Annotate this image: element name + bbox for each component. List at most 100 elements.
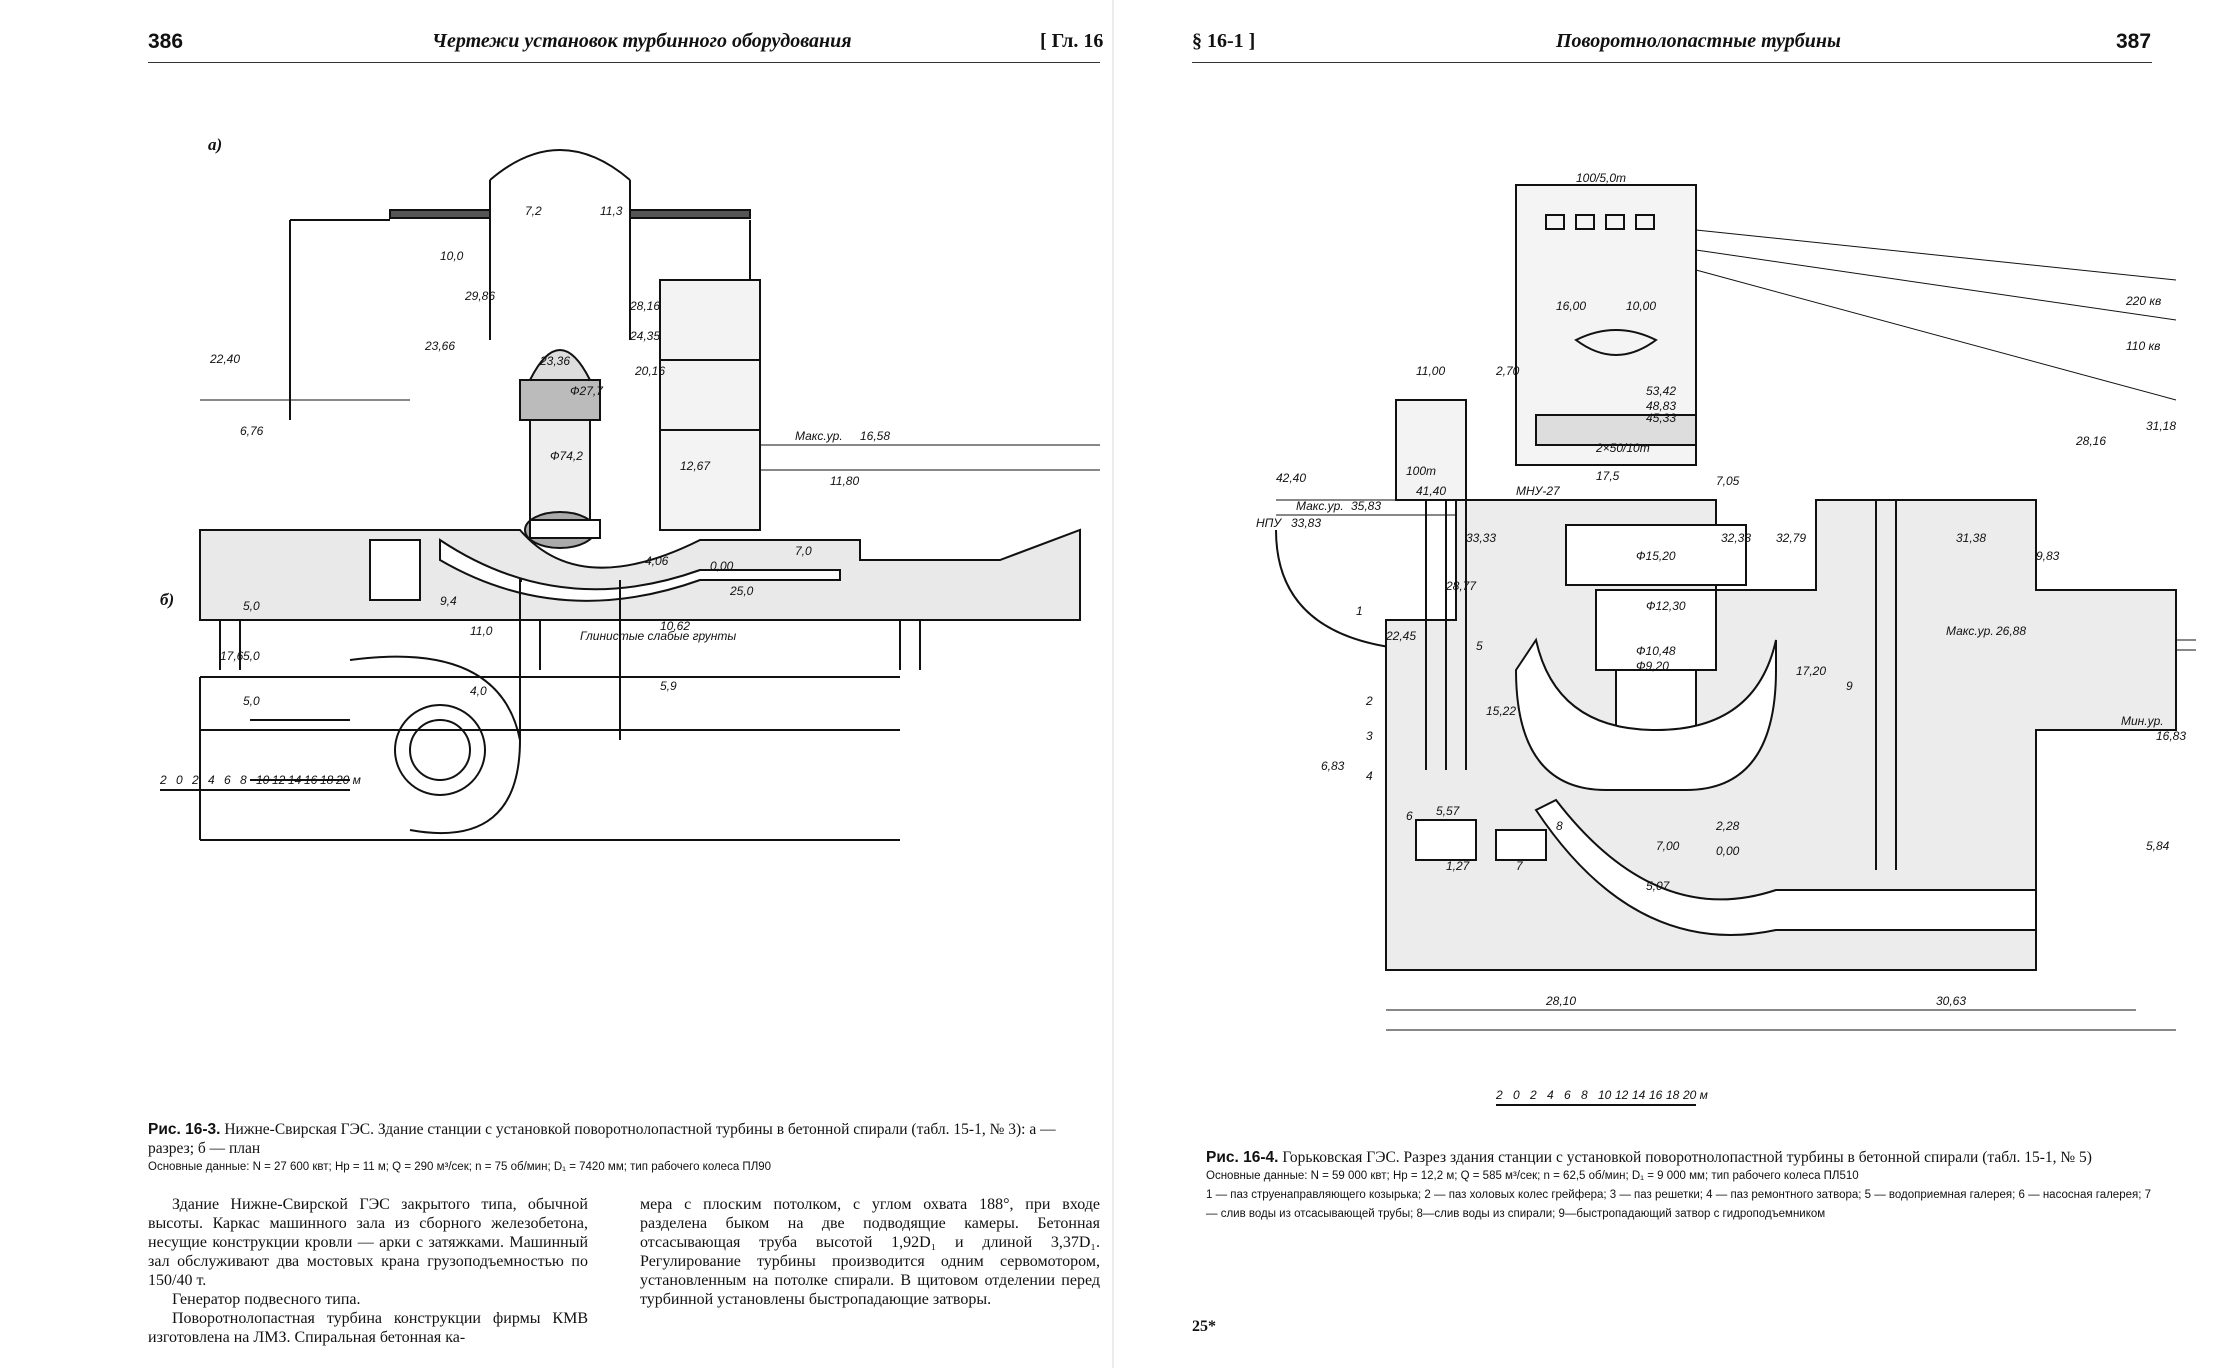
elev-53-42: 53,42	[1646, 384, 1676, 398]
callout-9: 9	[1846, 679, 1853, 693]
dim-d74-2: Ф74,2	[550, 449, 583, 463]
crane-100m: 100m	[1406, 464, 1436, 478]
callout-6: 6	[1406, 809, 1413, 823]
scale-tick-4: 6	[224, 773, 231, 787]
line-220kv: 220 кв	[2125, 294, 2161, 308]
elev-33-33: 33,33	[1466, 531, 1496, 545]
scale-tick-0: 2	[159, 773, 167, 787]
scale-tick-11: 20 м	[335, 773, 361, 787]
crane-2x50: 2×50/10m	[1595, 441, 1650, 455]
elev-26-88: 26,88	[1995, 624, 2026, 638]
dim-11-00: 11,00	[1416, 364, 1445, 378]
dim-d10-48: Ф10,48	[1636, 644, 1676, 658]
scale-tick-0: 2	[1495, 1088, 1503, 1102]
scale-tick-7: 12	[272, 773, 286, 787]
plan-dim-5-9: 5,9	[660, 679, 677, 693]
scale-tick-8: 14	[1632, 1088, 1646, 1102]
dim-d9-20: Ф9,20	[1636, 659, 1669, 673]
plan-b-labels: б) 5,0 17,6 5,0 5,0 9,4 11,0 4,0 10,62 5…	[160, 590, 690, 708]
plan-b-drawing	[199, 579, 900, 841]
elev-6-76: 6,76	[240, 424, 264, 438]
caption-text: Горьковская ГЭС. Разрез здания станции с…	[1282, 1149, 2092, 1166]
section-a-drawing	[199, 149, 1100, 670]
elev-6-83: 6,83	[1321, 759, 1345, 773]
elev-28-77: 28,77	[1445, 579, 1477, 593]
dim-4-06: 4,06	[645, 554, 669, 568]
plan-dim-5-0-mid: 5,0	[243, 649, 260, 663]
paragraph: Генератор подвесного типа.	[172, 1291, 361, 1308]
min-level-label: Мин.ур.	[2121, 714, 2164, 728]
npu-label: НПУ	[1256, 516, 1282, 530]
caption-text: Нижне-Свирская ГЭС. Здание станции с уст…	[148, 1121, 1056, 1157]
elev-5-57: 5,57	[1436, 804, 1461, 818]
elev-16-58: 16,58	[860, 429, 890, 443]
scale-tick-5: 8	[240, 773, 247, 787]
gutter	[1112, 0, 1114, 1368]
max-level-upper: Макс.ур.	[1296, 499, 1344, 513]
elev-12-67: 12,67	[680, 459, 711, 473]
elev-31-38: 31,38	[1956, 531, 1986, 545]
callout-3: 3	[1366, 729, 1373, 743]
elev-17-20: 17,20	[1796, 664, 1826, 678]
elev-33-83: 33,83	[1291, 516, 1321, 530]
elev-0-00: 0,00	[1716, 844, 1740, 858]
elev-29-86: 29,86	[464, 289, 495, 303]
signature-mark: 25*	[1192, 1318, 1216, 1335]
callout-7: 7	[1516, 859, 1524, 873]
bottom-dim-30-63: 30,63	[1936, 994, 1966, 1008]
dim-10-0: 10,0	[440, 249, 464, 263]
elev-5-84: 5,84	[2146, 839, 2170, 853]
plan-dim-5-0-bot: 5,0	[243, 694, 260, 708]
figure-caption-16-4: Рис. 16-4. Горьковская ГЭС. Разрез здани…	[1206, 1148, 2151, 1224]
scale-tick-1: 0	[1513, 1088, 1520, 1102]
soil-label: Глинистые слабые грунты	[580, 629, 736, 643]
scale-tick-5: 8	[1581, 1088, 1588, 1102]
running-title: Чертежи установок турбинного оборудовани…	[432, 30, 852, 52]
running-title: Поворотнолопастные турбины	[1556, 30, 1841, 52]
section-ref: § 16-1 ]	[1192, 30, 1256, 52]
scale-tick-2: 2	[1529, 1088, 1537, 1102]
elev-20-16: 20,16	[634, 364, 665, 378]
plan-dim-11-0: 11,0	[470, 624, 493, 638]
line-110kv: 110 кв	[2126, 339, 2160, 353]
legend: 1 — паз струенаправляющего козырька; 2 —…	[1206, 1189, 2152, 1220]
dim-10-00: 10,00	[1626, 299, 1656, 313]
dim-11-3: 11,3	[600, 204, 623, 218]
header-rule	[1192, 62, 2152, 63]
scale-tick-9: 16	[1649, 1088, 1663, 1102]
page-number: 387	[2116, 30, 2152, 53]
elev-28-16: 28,16	[2075, 434, 2106, 448]
mnu-27: МНУ-27	[1516, 484, 1561, 498]
scale-bar: 2 0 2 4 6 8 10 12 14 16 18 20 м	[159, 773, 361, 791]
elev-41-40: 41,40	[1416, 484, 1446, 498]
elev-48-83: 48,83	[1646, 399, 1676, 413]
elev-22-40: 22,40	[209, 352, 240, 366]
elev-23-66: 23,66	[424, 339, 455, 353]
elev-31-18: 31,18	[2146, 419, 2176, 433]
elev-24-35: 24,35	[629, 329, 660, 343]
elev-15-22: 15,22	[1486, 704, 1516, 718]
scale-tick-10: 18	[320, 773, 334, 787]
basic-data: Основные данные: N = 59 000 квт; Hр = 12…	[1206, 1170, 1859, 1182]
plan-dim-17-6: 17,6	[220, 649, 244, 663]
label-b: б)	[160, 590, 174, 609]
plan-dim-5-0-top: 5,0	[243, 599, 260, 613]
label-a: а)	[208, 135, 222, 154]
scale-bar: 2 0 2 4 6 8 10 12 14 16 18 20 м	[1495, 1088, 1708, 1106]
dim-d12-30: Ф12,30	[1646, 599, 1686, 613]
chapter-ref: [ Гл. 16	[1040, 30, 1104, 52]
body-column-1: Здание Нижне-Свирской ГЭС закрытого типа…	[148, 1195, 588, 1347]
elev-16-83: 16,83	[2156, 729, 2186, 743]
section-drawing	[1275, 184, 2196, 1031]
scale-tick-8: 14	[288, 773, 302, 787]
elev-5-07: 5,07	[1646, 879, 1671, 893]
plan-dim-4-0: 4,0	[470, 684, 487, 698]
dim-7-05: 7,05	[1716, 474, 1740, 488]
elev-23-36: 23,36	[539, 354, 570, 368]
scale-tick-6: 10	[1598, 1088, 1612, 1102]
scale-tick-10: 18	[1666, 1088, 1680, 1102]
paragraph: мера с плоским потолком, с углом охвата …	[640, 1196, 1100, 1308]
scale-tick-2: 2	[191, 773, 199, 787]
figure-16-4: 100/5,0m 16,00 10,00 11,00 2,70 53,42 48…	[1256, 171, 2196, 1106]
